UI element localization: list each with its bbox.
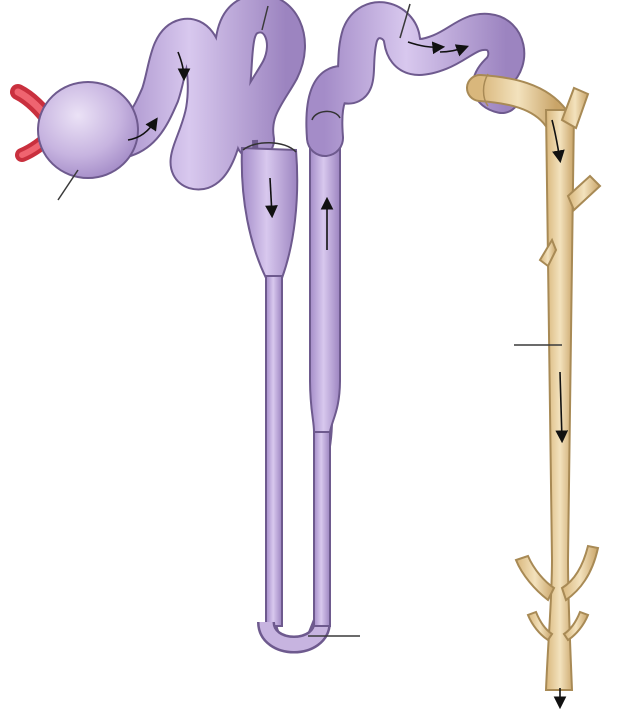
glomerular-capsule [38,82,138,178]
proximal-convoluted-tubule [110,13,286,170]
collecting-duct [480,74,600,690]
